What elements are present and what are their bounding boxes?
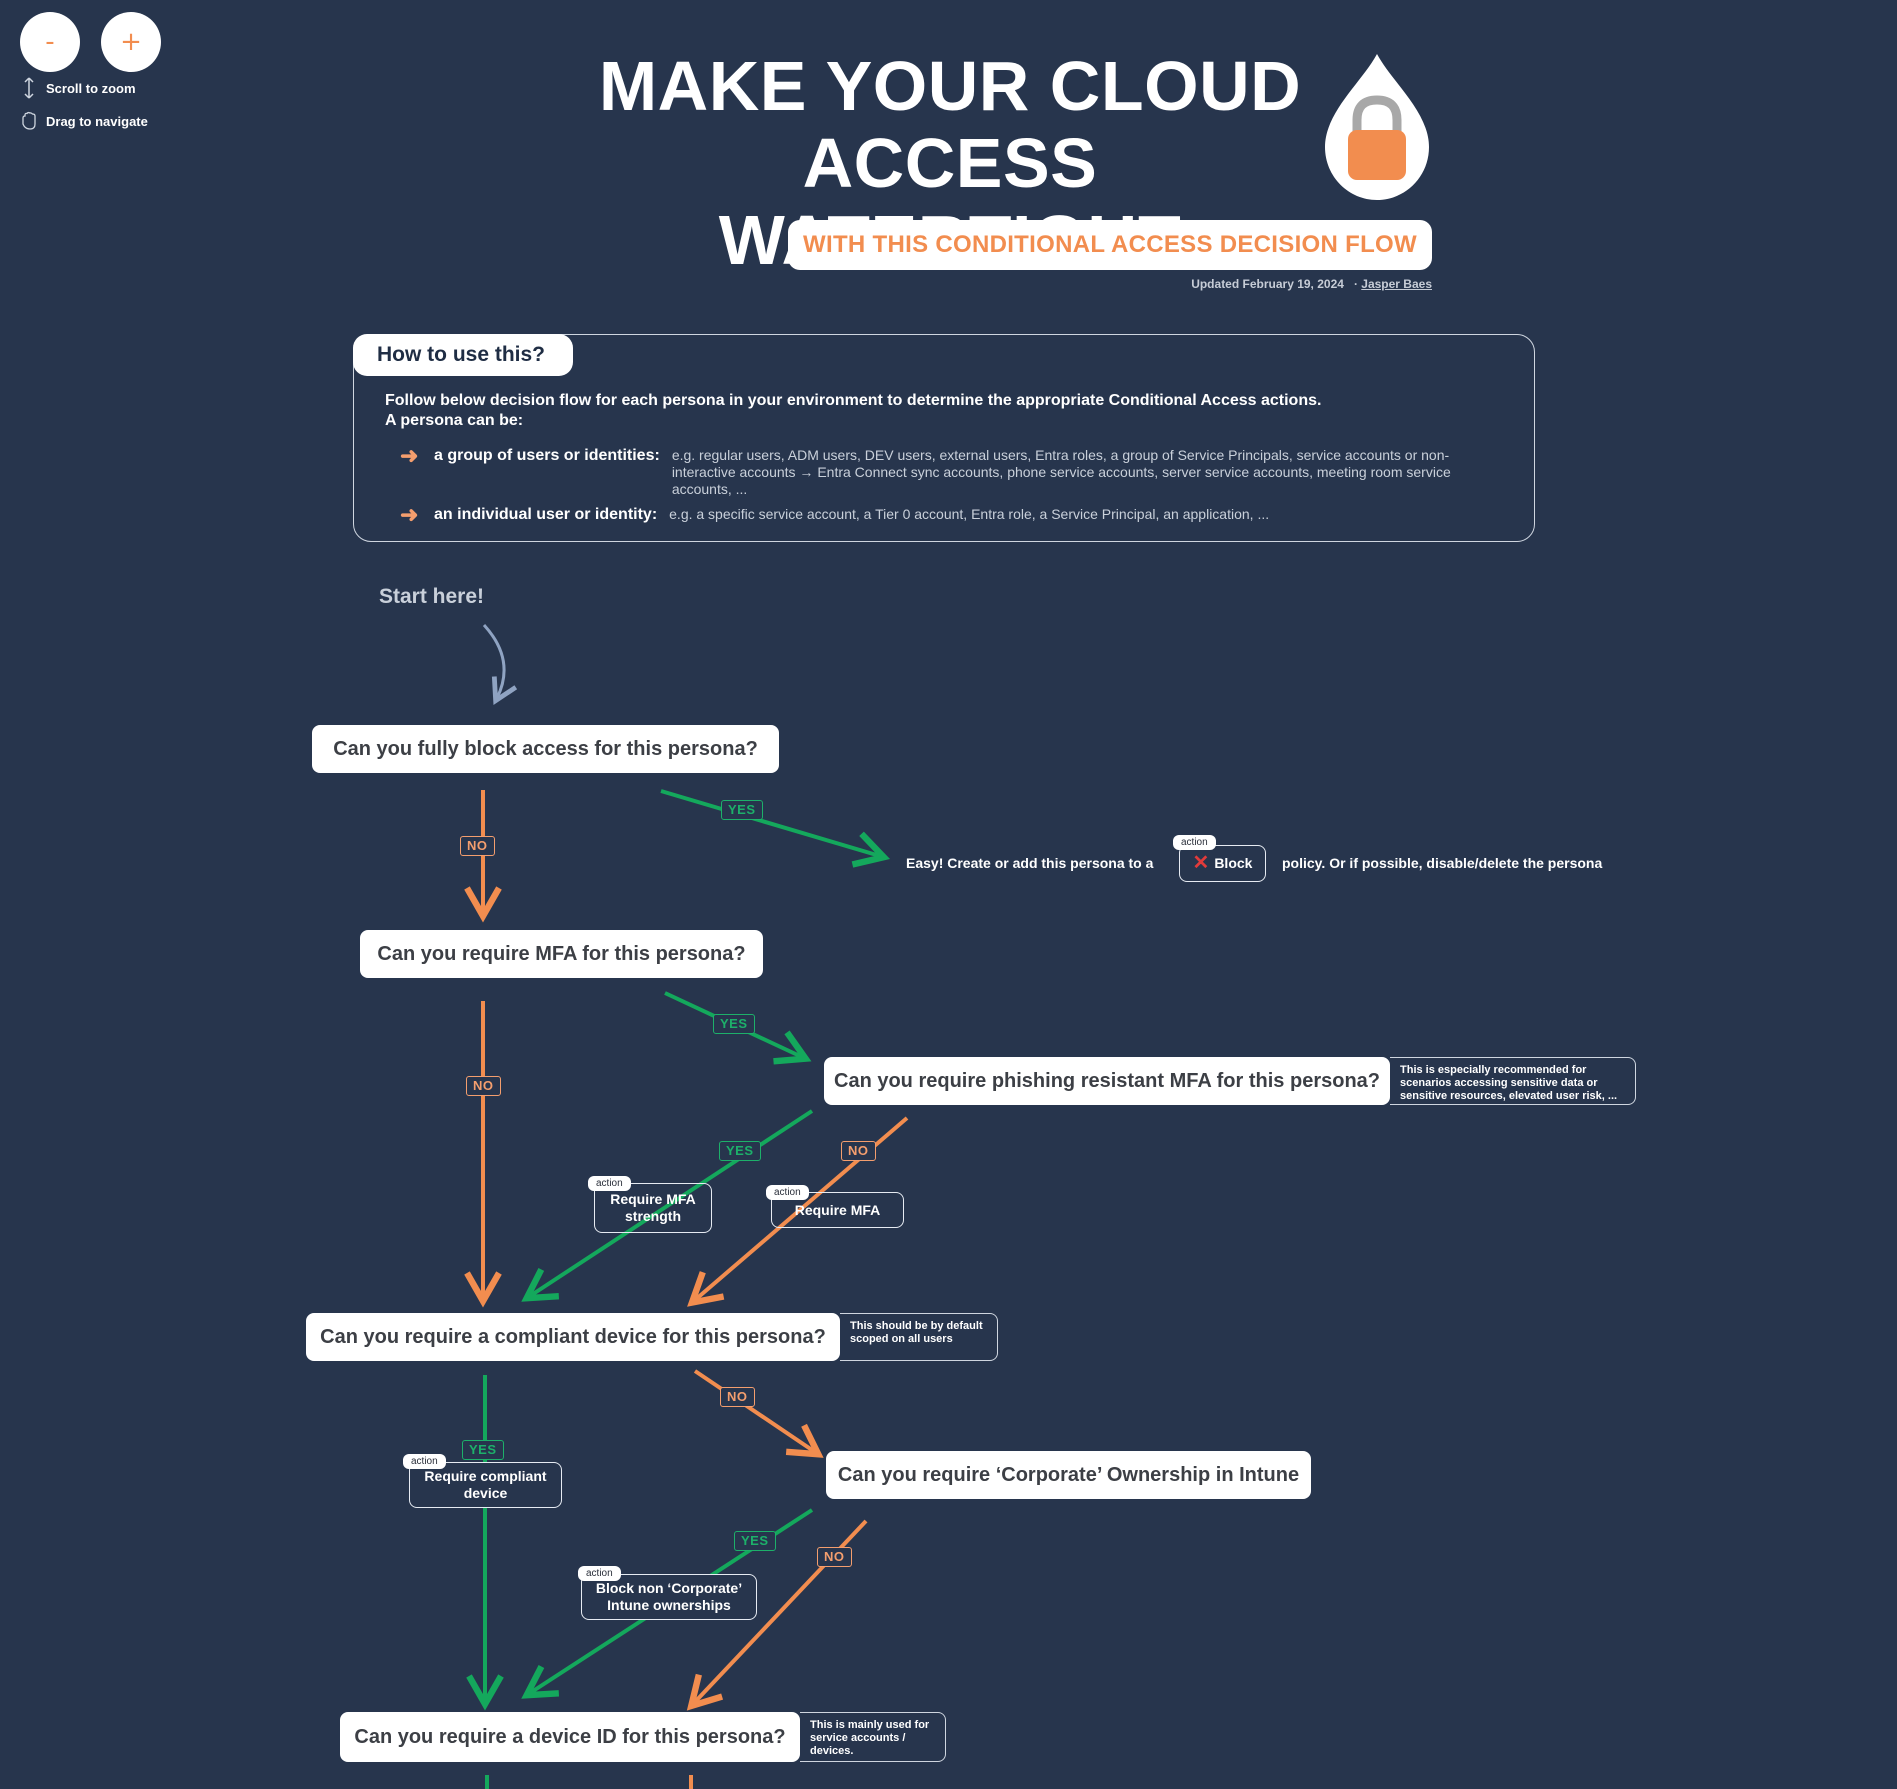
question-corporate-ownership: Can you require ‘Corporate’ Ownership in… — [826, 1451, 1311, 1499]
howto-title: How to use this? — [353, 334, 573, 376]
title-line-1: MAKE YOUR CLOUD — [598, 47, 1302, 125]
drag-hint: Drag to navigate — [20, 110, 148, 132]
author-link[interactable]: Jasper Baes — [1361, 277, 1432, 291]
start-arrow — [482, 623, 518, 706]
persona-item-desc: e.g. regular users, ADM users, DEV users… — [671, 447, 1451, 497]
action-tag: action — [588, 1176, 631, 1191]
updated-date: Updated February 19, 2024 — [1191, 277, 1344, 291]
action-mfa-strength: Require MFA strength — [594, 1183, 712, 1233]
scroll-hint-label: Scroll to zoom — [46, 80, 136, 96]
howto-intro-line-2: A persona can be: — [385, 412, 524, 429]
action-tag: action — [403, 1454, 446, 1469]
action-tag: action — [1173, 835, 1216, 850]
persona-item-label: an individual user or identity: — [434, 506, 658, 523]
block-outcome-suffix: policy. Or if possible, disable/delete t… — [1282, 855, 1603, 871]
action-require-mfa: Require MFA — [771, 1192, 904, 1228]
note-compliant-device: This should be by default scoped on all … — [840, 1313, 998, 1361]
arrow-right-icon: ➜ — [400, 502, 419, 527]
question-require-mfa: Can you require MFA for this persona? — [360, 930, 763, 978]
updated-line: Updated February 19, 2024 · Jasper Baes — [1191, 277, 1432, 291]
block-outcome-prefix: Easy! Create or add this persona to a — [906, 855, 1154, 871]
action-tag: action — [766, 1185, 809, 1200]
q5-no-label: NO — [817, 1547, 852, 1567]
action-block-label: Block — [1214, 855, 1253, 871]
question-block-access: Can you fully block access for this pers… — [312, 725, 779, 773]
start-label: Start here! — [379, 585, 485, 608]
water-drop-lock-icon — [1325, 54, 1429, 200]
q2-no-label: NO — [466, 1076, 501, 1096]
subtitle-badge: WITH THIS CONDITIONAL ACCESS DECISION FL… — [788, 220, 1432, 270]
question-compliant-device: Can you require a compliant device for t… — [306, 1313, 840, 1361]
howto-intro-line-1: Follow below decision flow for each pers… — [385, 392, 1322, 409]
q4-no-label: NO — [720, 1387, 755, 1407]
scroll-icon — [24, 77, 34, 99]
q3-yes-arrow — [521, 1109, 814, 1302]
q5-yes-label: YES — [734, 1531, 776, 1551]
arrow-right-icon: ➜ — [400, 443, 419, 468]
zoom-in-button[interactable]: + — [101, 12, 161, 72]
persona-item-group: ➜ a group of users or identities: e.g. r… — [400, 443, 1472, 498]
hand-icon — [22, 111, 36, 130]
author-separator: · — [1353, 277, 1358, 291]
scroll-hint: Scroll to zoom — [20, 77, 136, 99]
action-tag: action — [578, 1566, 621, 1581]
q3-no-label: NO — [841, 1141, 876, 1161]
question-phishing-resistant-mfa: Can you require phishing resistant MFA f… — [824, 1057, 1390, 1105]
q4-no-arrow — [693, 1369, 824, 1458]
q1-yes-label: YES — [721, 800, 763, 820]
action-block: ✕ Block — [1179, 845, 1266, 882]
drag-hint-label: Drag to navigate — [46, 113, 148, 129]
howto-panel — [353, 334, 1535, 542]
note-phishing-resistant: This is especially recommended for scena… — [1390, 1057, 1636, 1105]
q2-yes-label: YES — [713, 1014, 755, 1034]
persona-item-label: a group of users or identities: — [434, 447, 660, 464]
persona-item-individual: ➜ an individual user or identity: e.g. a… — [400, 502, 1270, 527]
red-x-icon: ✕ — [1192, 852, 1210, 874]
q1-yes-arrow — [660, 789, 891, 868]
q1-no-label: NO — [460, 836, 495, 856]
persona-item-desc: e.g. a specific service account, a Tier … — [669, 506, 1270, 522]
zoom-out-button[interactable]: - — [20, 12, 80, 72]
action-block-non-corporate: Block non ‘Corporate’ Intune ownerships — [581, 1574, 757, 1620]
action-compliant-device: Require compliant device — [409, 1462, 562, 1508]
question-device-id: Can you require a device ID for this per… — [340, 1712, 800, 1762]
howto-intro: Follow below decision flow for each pers… — [385, 391, 1321, 431]
note-device-id: This is mainly used for service accounts… — [800, 1712, 946, 1762]
q4-yes-label: YES — [462, 1440, 504, 1460]
q3-yes-label: YES — [719, 1141, 761, 1161]
